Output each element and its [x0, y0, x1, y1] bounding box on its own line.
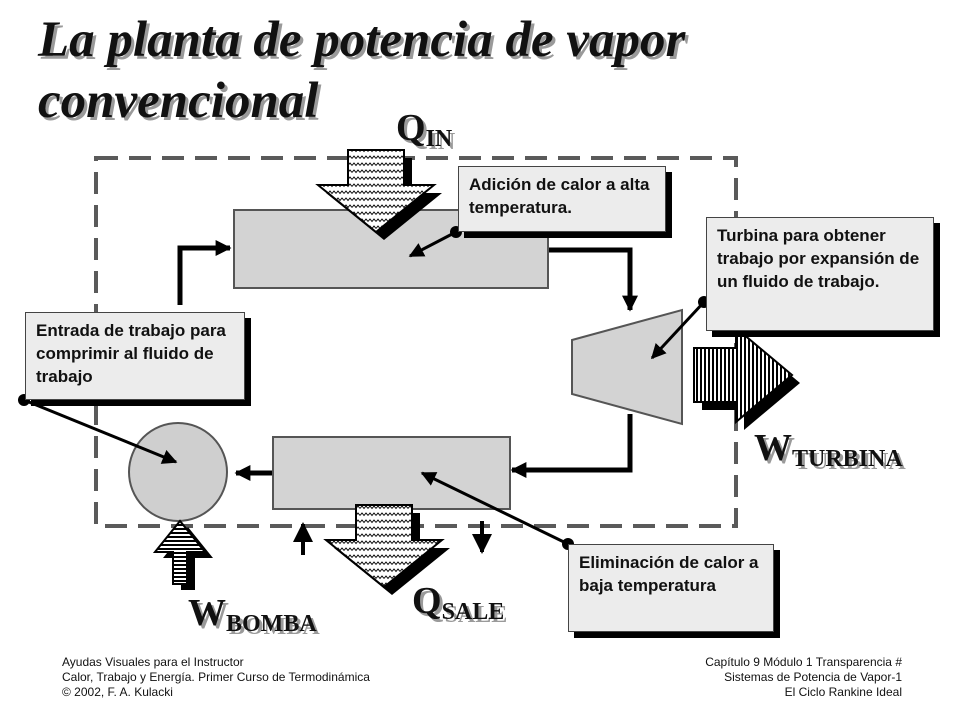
label-w-turbine: WTURBINA WTURBINA	[754, 427, 906, 475]
svg-text:QIN: QIN	[399, 110, 456, 155]
callout-turbine: Turbina para obtener trabajo por expansi…	[706, 217, 934, 331]
svg-text:QSALE: QSALE	[415, 583, 507, 628]
turbine	[571, 308, 683, 426]
turbine-work-arrow	[693, 325, 800, 430]
footer-left-line: Ayudas Visuales para el Instructor	[62, 655, 244, 669]
label-w-pump: WBOMBA WBOMBA	[188, 592, 320, 640]
heat-input-arrow	[315, 149, 442, 240]
pump	[128, 422, 228, 522]
footer-left-line: © 2002, F. A. Kulacki	[62, 685, 173, 699]
footer-right-line: Sistemas de Potencia de Vapor-1	[724, 670, 902, 684]
footer-left: Ayudas Visuales para el Instructor Calor…	[62, 655, 370, 700]
callout-heat-rejection: Eliminación de calor a baja temperatura	[568, 544, 774, 632]
callout-leaders	[23, 230, 706, 546]
label-q-in: QIN QIN	[396, 107, 456, 155]
label-q-out: QSALE QSALE	[412, 580, 507, 628]
svg-text:WBOMBA: WBOMBA	[191, 595, 320, 640]
footer-right: Capítulo 9 Módulo 1 Transparencia # Sist…	[705, 655, 902, 700]
heat-rejection-arrow	[323, 504, 450, 595]
svg-text:WTURBINA: WTURBINA	[754, 427, 903, 472]
footer-right-line: El Ciclo Rankine Ideal	[784, 685, 902, 699]
cooling-water-arrows	[293, 521, 492, 555]
svg-text:WTURBINA: WTURBINA	[757, 430, 906, 475]
slide-title: La planta de potencia de vapor convencio…	[38, 12, 686, 129]
pump-work-arrow	[152, 519, 213, 590]
cycle-piping	[177, 239, 639, 482]
svg-text:QIN: QIN	[396, 107, 453, 152]
callout-heat-addition: Adición de calor a alta temperatura.	[458, 166, 666, 232]
callout-pump-work: Entrada de trabajo para comprimir al flu…	[25, 312, 245, 400]
svg-text:QSALE: QSALE	[412, 580, 504, 625]
footer-left-line: Calor, Trabajo y Energía. Primer Curso d…	[62, 670, 370, 684]
footer-right-line: Capítulo 9 Módulo 1 Transparencia #	[705, 655, 902, 669]
svg-text:WBOMBA: WBOMBA	[188, 592, 317, 637]
